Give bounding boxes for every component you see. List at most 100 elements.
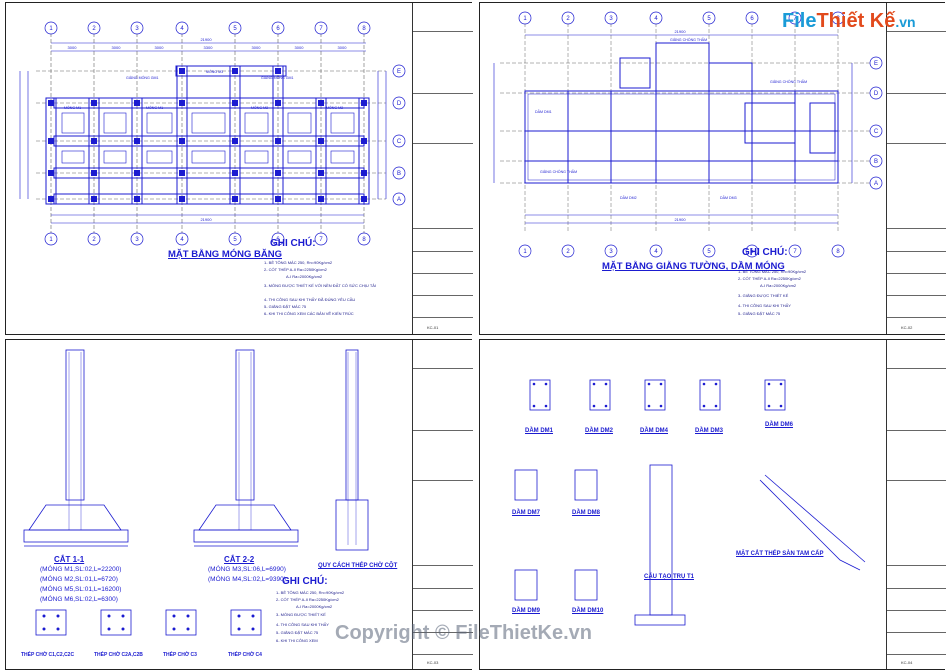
plan-label: MÓNG M2 [251,105,268,110]
beam-label: DẦM DM10 [572,608,604,614]
axis-label: 3 [609,16,613,22]
plan-label: GIẰNG CHỐNG THẤM [770,79,807,84]
plan-label: DẦM DM1 [535,110,552,114]
section-2-detail: (MÓNG M4,SL:02,L=9390) [208,576,286,583]
column-rebar-title: QUY CÁCH THÉP CHỜ CỘT [318,563,398,569]
sheet-foundation-plan: 1 2 3 4 5 6 7 8 1 2 3 4 5 6 7 8 E D C B … [5,2,473,335]
column-detail-label: THÉP CHỜ C2A,C2B [94,652,143,658]
overall-dimension: 21900 [200,37,212,42]
title-block: KC-01 [412,3,473,334]
sheet-number: KC-02 [901,325,913,330]
span-dimension: 3000 [338,45,348,50]
note-line: 2- CỐT THÉP A-II Ra=2250Kg/cm2 [276,597,339,602]
overall-dimension: 21900 [674,29,686,34]
beam-label: DẦM DM4 [640,428,668,434]
axis-label: 6 [276,26,280,32]
axis-label: 2 [92,26,96,32]
note-line: A-I Ra=2000Kg/cm2 [760,283,797,288]
axis-label: 6 [750,16,754,22]
section-1-title: CẮT 1-1 [54,555,85,564]
axis-label: 7 [793,249,797,255]
note-line: 5- GIẰNG ĐẶT MÁC 75 [264,304,307,309]
note-line: A-I Ra=2000Kg/cm2 [286,274,323,279]
sheet2-notes-heading: GHI CHÚ: [742,247,788,258]
span-dimension: 3000 [112,45,122,50]
note-line: 4- THI CÔNG SAU KHI THẤY [276,622,329,627]
column-detail-label: THÉP CHỜ C4 [228,652,262,658]
sheet-foundation-sections: CẮT 1-1 (MÓNG M1,SL:02,L=22200) (MÓNG M2… [5,339,473,670]
note-line: 3- GIẰNG ĐƯỢC THIẾT KẾ [738,293,789,298]
beam-label: DẦM DM1 [525,428,553,434]
axis-label: 5 [233,237,237,243]
axis-label: 5 [707,249,711,255]
axis-label: A [397,197,401,203]
axis-label: 3 [609,249,613,255]
note-line: 1- BÊ TÔNG MÁC 250, Rn=90Kg/cm2 [276,590,345,595]
note-line: 3- MÓNG ĐƯỢC THIẾT KẾ VỚI NỀN ĐẤT CÓ SỨC… [264,283,377,288]
plan-label: GIẰNG MÓNG GM1 [126,75,159,80]
sections-drawing [23,349,369,636]
plan-label: DẦM DM2 [620,196,637,200]
sheet1-notes-heading: GHI CHÚ: [270,238,316,249]
axis-label: 3 [135,237,139,243]
sheet-number: KC-03 [427,660,439,665]
axis-label: 7 [319,237,323,243]
axis-label: 3 [135,26,139,32]
note-line: 2- CỐT THÉP A-II Ra=2250Kg/cm2 [738,276,801,281]
plan-label: GIẰNG MÓNG GM1 [261,75,294,80]
plan-label: GIẰNG CHỐNG THẤM [540,169,577,174]
section-1-detail: (MÓNG M5,SL:01,L=16200) [40,586,122,593]
note-line: 1- BÊ TÔNG MÁC 250, Rn=90Kg/cm2 [264,260,333,265]
note-line: 6- KHI THI CÔNG XEM CÁC BẢN VẼ KIẾN TRÚC [264,311,354,316]
note-line: 3- MÓNG ĐƯỢC THIẾT KẾ [276,612,326,617]
axis-label: B [397,171,401,177]
sheet-beam-details: DẦM DM1 DẦM DM2 DẦM DM4 DẦM DM3 DẦM DM6 … [479,339,946,670]
watermark: Copyright © FileThietKe.vn [335,622,592,644]
sheet-number: KC-01 [427,325,439,330]
section-2-detail: (MÓNG M3,SL:06,L=6990) [208,566,286,573]
axis-label: 4 [654,16,658,22]
section-1-detail: (MÓNG M1,SL:02,L=22200) [40,566,122,573]
axis-label: 8 [362,237,366,243]
axis-label: 2 [92,237,96,243]
axis-label: 7 [793,16,797,22]
axis-label: E [874,61,878,67]
foundation-plan-drawing: 1 2 3 4 5 6 7 8 1 2 3 4 5 6 7 8 E D C B … [19,21,406,246]
beam-details-drawing [514,379,866,626]
plan-label: DẦM DM3 [720,196,737,200]
overall-dimension: 21900 [200,217,212,222]
section-1-detail: (MÓNG M2,SL:01,L=6720) [40,576,118,583]
note-line: 2- CỐT THÉP A-II Ra=2250Kg/cm2 [264,267,327,272]
axis-label: 5 [233,26,237,32]
span-dimension: 3300 [204,45,214,50]
axis-label: B [874,159,878,165]
axis-label: D [874,91,879,97]
span-dimension: 3000 [155,45,165,50]
axis-label: 2 [566,16,570,22]
note-line: 6- KHI THI CÔNG XEM [276,638,318,643]
note-line: 4- THI CÔNG SAU KHI THẤY [738,303,791,308]
sheet-beam-plan: 1 2 3 4 5 6 7 8 1 2 3 4 5 6 7 8 E D C B … [479,2,946,335]
sheet2-title: MẶT BẰNG GIẰNG TƯỜNG, DẦM MÓNG [602,261,785,272]
plan-label: MÓNG M3 [206,69,223,74]
axis-label: D [397,101,402,107]
axis-label: 8 [836,16,840,22]
axis-label: 8 [836,249,840,255]
stair-section-title: MẶT CẮT THÉP SÀN TAM CẤP [736,551,824,557]
sheet-number: KC-04 [901,660,913,665]
axis-label: E [397,69,401,75]
axis-label: 1 [523,249,527,255]
plan-label: GIẰNG CHỐNG THẤM [670,37,707,42]
axis-label: 6 [750,249,754,255]
logo-part: File [782,10,817,32]
title-block: KC-04 [886,340,946,669]
logo-part: Thiết Kế [816,10,896,32]
beam-label: DẦM DM8 [572,510,600,516]
note-line: 5- GIẰNG ĐẶT MÁC 75 [276,630,319,635]
span-dimension: 3000 [295,45,305,50]
note-line: 4- THI CÔNG SAU KHI THẤY ĐÃ ĐÚNG YÊU CẦU [264,297,356,302]
axis-label: 2 [566,249,570,255]
column-detail-label: THÉP CHỜ C1,C2,C2C [21,652,75,658]
title-block: KC-03 [412,340,473,669]
section-2-title: CẮT 2-2 [224,555,255,564]
